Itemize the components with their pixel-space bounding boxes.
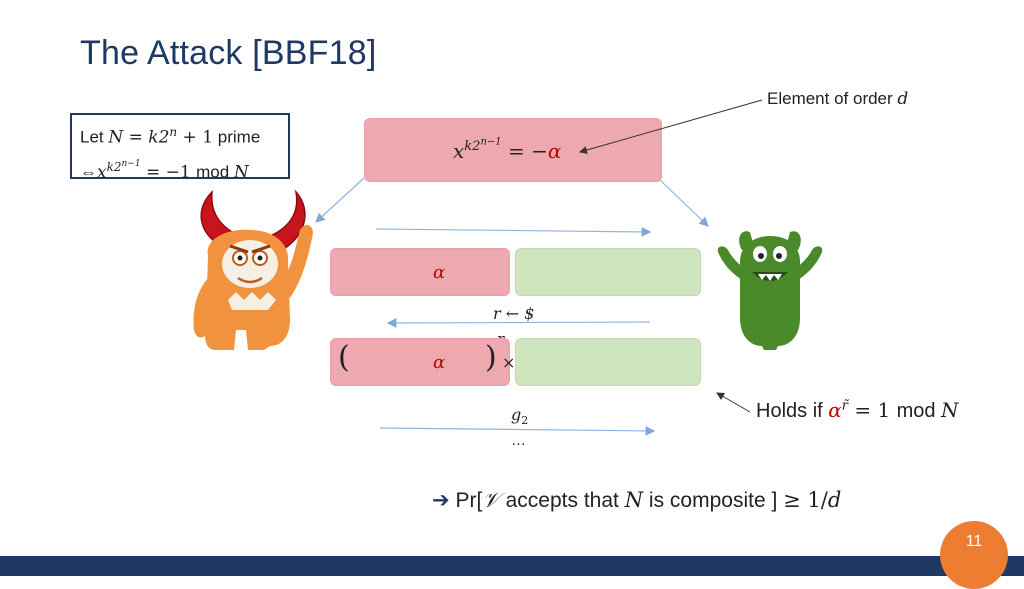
conclusion-N: N — [624, 488, 644, 512]
verifier-monster-icon — [717, 231, 823, 350]
conclusion-d: d — [827, 488, 842, 512]
holds-prefix: Holds if — [756, 400, 823, 422]
top-equation: xk2n−1 = −α — [453, 137, 561, 164]
definition-box: Let N = k2n + 1 prime ⇔xk2n−1 = −1 mod N — [70, 113, 290, 182]
def-mod: mod — [196, 162, 230, 182]
g-sub: 2 — [521, 414, 529, 428]
def-eq-minus-one: = −1 — [140, 162, 197, 183]
prover-monster-icon — [193, 189, 313, 350]
conclusion-text: accepts that — [499, 489, 625, 512]
top-eq-alpha: α — [547, 138, 562, 163]
message-arrow-3 — [379, 426, 656, 436]
order-pointer-arrow — [579, 99, 763, 154]
element-order-callout: Element of order d — [767, 89, 908, 109]
def-let: Let — [80, 127, 104, 147]
row1-alpha: α — [433, 262, 446, 283]
page-number-badge: 11 — [940, 521, 1008, 589]
to-prover-arrow — [315, 177, 365, 223]
holds-mod: mod — [896, 400, 936, 422]
verifier-box-1 — [515, 248, 701, 296]
g2-label: g2 — [511, 405, 528, 427]
top-eq-sup: k2 — [464, 139, 481, 155]
slide-title: The Attack [BBF18] — [80, 34, 377, 72]
def-x-supsup: n−1 — [121, 158, 141, 169]
top-eq-x: x — [453, 138, 465, 163]
challenge-label: r ← $ — [493, 304, 535, 323]
def-iff: ⇔ — [80, 162, 97, 182]
top-equation-box: xk2n−1 = −α — [364, 118, 662, 182]
top-eq-supsup: n−1 — [480, 137, 502, 148]
g-letter: g — [511, 405, 522, 424]
holds-N: N — [941, 398, 959, 422]
footer-bar — [0, 556, 1024, 576]
holds-eq: = 1 — [848, 398, 897, 422]
times-symbol: × — [502, 353, 516, 372]
challenge-arrow — [386, 318, 651, 328]
row2-alpha: α — [433, 352, 446, 373]
definition-line-1: Let N = k2n + 1 prime — [80, 117, 288, 153]
def-prime: prime — [217, 127, 261, 147]
conclusion-verifier: 𝒱 — [482, 488, 500, 512]
conclusion-geq: ≥ 1/ — [783, 488, 828, 512]
message-arrow-1 — [375, 227, 652, 237]
element-order-text: Element of order — [767, 89, 893, 108]
verifier-box-2 — [515, 338, 701, 386]
holds-alpha: α — [828, 398, 842, 422]
top-eq-equals: = − — [501, 138, 548, 163]
prover-box-1: α — [330, 248, 510, 296]
conclusion-pr: Pr[ — [455, 489, 483, 512]
def-n-sup: n — [169, 125, 178, 139]
def-x: x — [97, 162, 107, 183]
holds-sup: r̃ — [841, 398, 848, 414]
to-verifier-arrow — [659, 179, 709, 227]
open-paren: ( — [338, 340, 350, 375]
holds-callout: Holds if αr̃ = 1 mod N — [756, 398, 959, 423]
page-number: 11 — [965, 533, 983, 550]
def-N: N — [233, 162, 249, 183]
conclusion-arrow-icon: ➔ — [432, 489, 450, 512]
prover-box-2: α — [330, 338, 510, 386]
ellipsis: … — [511, 432, 526, 449]
close-paren: ) — [485, 340, 497, 375]
holds-pointer-arrow — [716, 392, 751, 413]
definition-line-2: ⇔xk2n−1 = −1 mod N — [80, 149, 288, 188]
conclusion-text2: is composite ] — [643, 489, 784, 512]
diagram-graphics — [193, 99, 823, 436]
conclusion-line: ➔ Pr[𝒱 accepts that N is composite ] ≥ 1… — [432, 488, 841, 513]
def-n-eq: N = k2 — [108, 127, 170, 148]
def-x-sup: k2 — [106, 159, 122, 174]
order-variable: d — [897, 89, 909, 109]
def-plus-one: + 1 — [177, 127, 214, 148]
